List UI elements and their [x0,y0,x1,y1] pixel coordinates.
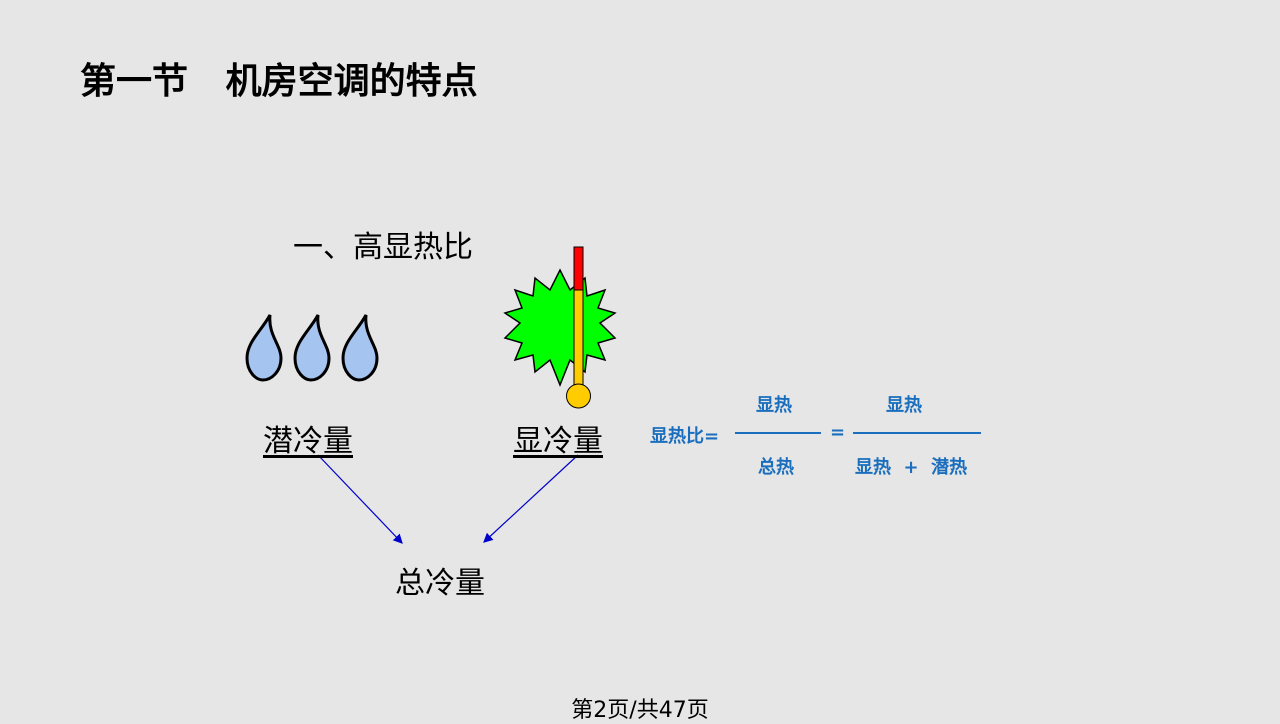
thermometer-icon [566,246,591,409]
fraction-2-numerator: 显热 [886,395,922,416]
water-drops-icon [245,314,379,382]
page-indicator: 第2页/共47页 [571,698,709,723]
arrow-sensible-to-total [483,454,579,543]
water-drop-icon [293,314,331,382]
sensible-cooling-label: 显冷量 [513,424,603,459]
arrow-latent-to-total [317,454,403,544]
water-drop-icon [245,314,283,382]
fraction-1-denominator: 总热 [758,457,794,478]
fraction-2-denominator: 显热 + 潜热 [855,457,968,478]
heat-burst-icon [503,268,617,388]
fraction-1-numerator: 显热 [756,395,792,416]
fraction-1-bar [735,432,821,434]
total-cooling-label: 总冷量 [395,566,485,601]
formula-lhs: 显热比= [650,426,720,447]
equals-sign: = [830,422,846,443]
slide-title: 第一节 机房空调的特点 [80,61,478,102]
fraction-2-bar [853,432,981,434]
section-heading: 一、高显热比 [293,230,473,265]
latent-cooling-label: 潜冷量 [263,424,353,459]
water-drop-icon [341,314,379,382]
